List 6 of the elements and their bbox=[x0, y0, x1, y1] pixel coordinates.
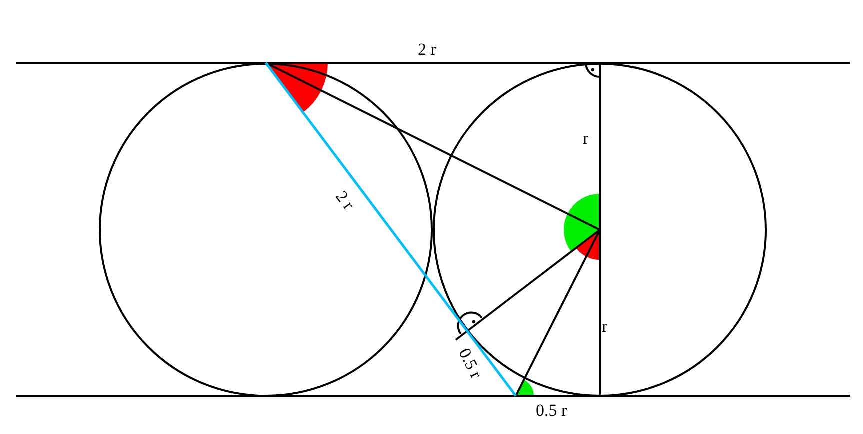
dimension-label: 0.5 r bbox=[536, 402, 568, 419]
dimension-label: 2 r bbox=[418, 41, 436, 58]
dimension-label: 0.5 r bbox=[456, 346, 486, 382]
dimension-label: r bbox=[583, 130, 589, 147]
dimension-label: 2 r bbox=[332, 188, 358, 213]
dimension-label: r bbox=[602, 318, 608, 335]
